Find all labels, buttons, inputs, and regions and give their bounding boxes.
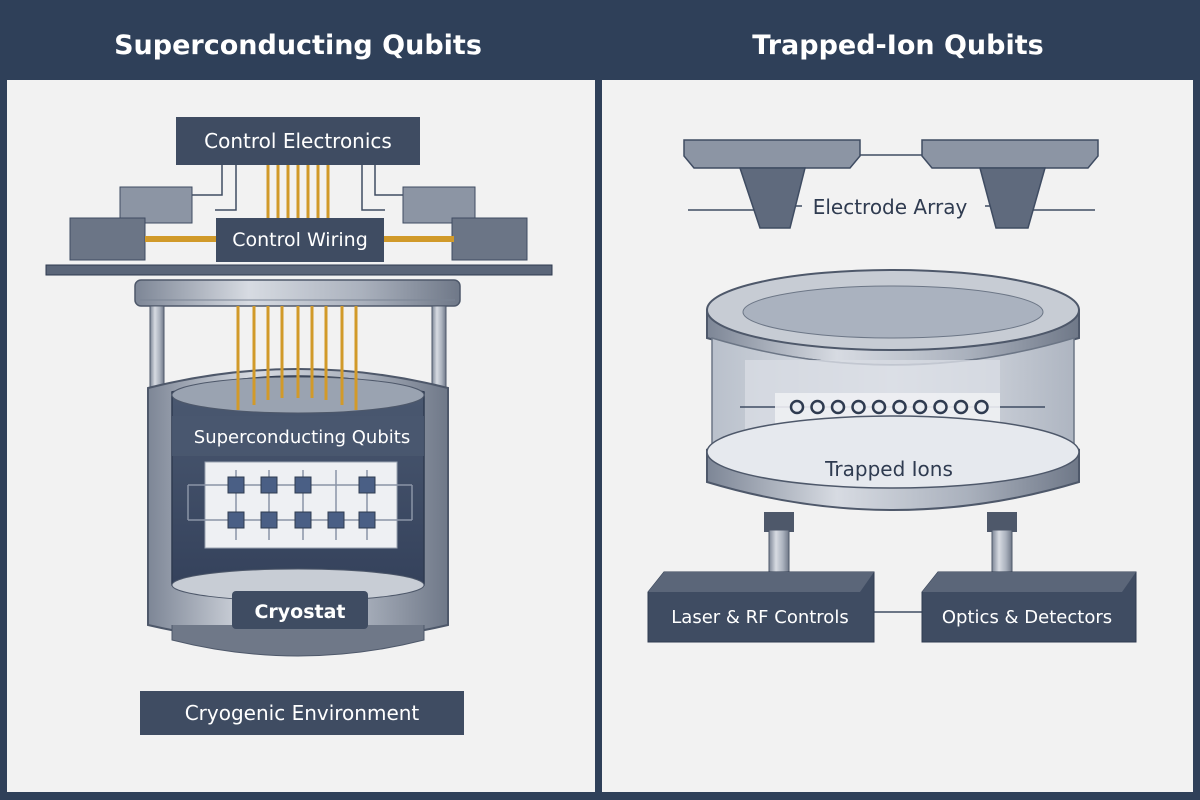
gold-wire-bundle-inner xyxy=(236,306,358,410)
chamber-base-surface xyxy=(706,415,1080,489)
chamber-leg-right xyxy=(991,529,1013,576)
qubit-chip xyxy=(187,461,413,549)
left-panel-title: Superconducting Qubits xyxy=(114,30,482,61)
trapped-ion xyxy=(912,399,928,415)
cryogenic-environment-label: Cryogenic Environment xyxy=(185,701,420,725)
gold-wire-right xyxy=(384,236,454,242)
cryostat-label-box xyxy=(232,591,368,629)
cryostat-lid xyxy=(134,279,461,307)
superconducting-setup: Control Electronics Control Wiring xyxy=(45,117,553,735)
control-module-right-lower xyxy=(451,217,528,261)
trapped-ions-label: Trapped Ions xyxy=(824,457,953,481)
right-panel-title: Trapped-Ion Qubits xyxy=(752,30,1043,61)
chamber-leg-cap-right xyxy=(987,512,1017,532)
trapped-ion xyxy=(892,399,907,415)
gold-wire-bundle-top xyxy=(266,165,330,220)
ion-chain xyxy=(789,399,989,415)
cryostat-base xyxy=(171,625,425,657)
trapped-ion xyxy=(789,399,805,415)
superconducting-qubits-label: Superconducting Qubits xyxy=(194,427,410,448)
support-post-left xyxy=(149,305,165,391)
optics-detectors-box-top xyxy=(922,572,1136,592)
trapped-ion xyxy=(933,399,948,415)
support-post-right xyxy=(431,305,447,391)
trapped-ion xyxy=(953,399,969,415)
qubits-label-box xyxy=(172,416,424,456)
cryogenic-environment-box xyxy=(140,691,464,735)
chamber-leg-cap-left xyxy=(764,512,794,532)
control-module-left-lower xyxy=(69,217,146,261)
control-wiring-label: Control Wiring xyxy=(232,229,368,251)
control-module-right-upper xyxy=(402,186,476,224)
electrode-array-label: Electrode Array xyxy=(813,195,968,219)
electrode-plate-right xyxy=(921,139,1099,169)
cryostat-label: Cryostat xyxy=(254,601,345,623)
chamber-opening xyxy=(742,285,1044,339)
laser-rf-label: Laser & RF Controls xyxy=(671,607,848,628)
laser-rf-box-top xyxy=(648,572,874,592)
control-wiring-box xyxy=(216,218,384,262)
trapped-ion xyxy=(830,399,846,415)
trapped-ion-setup: Electrode Array Trapped Ions xyxy=(647,139,1137,643)
electrode-tip-left xyxy=(738,167,806,229)
trapped-ion xyxy=(871,399,887,415)
electrode-array: Electrode Array xyxy=(683,139,1099,229)
control-electronics-label: Control Electronics xyxy=(204,129,392,153)
optics-detectors-label: Optics & Detectors xyxy=(942,607,1112,628)
trapped-ion xyxy=(810,399,825,415)
electrode-tip-right xyxy=(979,167,1046,229)
mounting-plate xyxy=(45,264,553,276)
gold-wire-left xyxy=(145,236,217,242)
control-electronics-box xyxy=(176,117,420,165)
electrode-plate-left xyxy=(683,139,861,169)
trapped-ion xyxy=(851,399,866,415)
electrode-label-bg xyxy=(806,192,976,222)
control-module-left-upper xyxy=(119,186,193,224)
trapped-ion xyxy=(974,399,989,415)
qubit-chip-substrate xyxy=(204,461,398,549)
control-boxes: Laser & RF Controls Optics & Detectors xyxy=(647,571,1137,643)
ion-trap-chamber: Trapped Ions xyxy=(706,269,1080,576)
chamber-leg-left xyxy=(768,529,790,576)
qubit-array xyxy=(227,476,376,529)
control-connector-lines xyxy=(190,165,405,211)
